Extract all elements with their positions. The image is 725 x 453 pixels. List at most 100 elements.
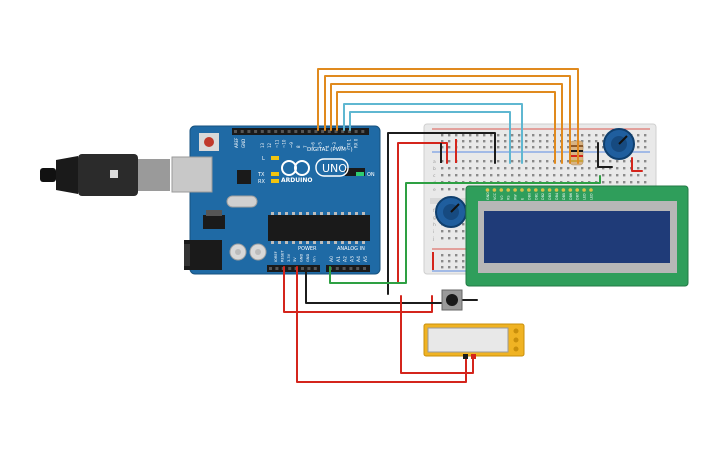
power-pin-hole[interactable] — [301, 267, 304, 270]
breadboard-hole[interactable] — [476, 174, 479, 177]
wire-orange-4[interactable] — [336, 91, 556, 164]
lcd-pin[interactable] — [589, 188, 593, 192]
breadboard-hole[interactable] — [511, 140, 514, 143]
breadboard-hole[interactable] — [441, 174, 444, 177]
breadboard-hole[interactable] — [448, 260, 451, 263]
breadboard-hole[interactable] — [476, 140, 479, 143]
breadboard-hole[interactable] — [448, 188, 451, 191]
breadboard-hole[interactable] — [448, 160, 451, 163]
breadboard-hole[interactable] — [525, 174, 528, 177]
breadboard-hole[interactable] — [448, 146, 451, 149]
breadboard-hole[interactable] — [518, 174, 521, 177]
digital-pin-hole[interactable] — [287, 130, 291, 133]
breadboard-hole[interactable] — [469, 174, 472, 177]
breadboard-hole[interactable] — [476, 146, 479, 149]
breadboard-hole[interactable] — [483, 160, 486, 163]
breadboard-hole[interactable] — [462, 174, 465, 177]
breadboard-hole[interactable] — [567, 146, 570, 149]
breadboard-hole[interactable] — [469, 134, 472, 137]
digital-pin-hole[interactable] — [294, 130, 298, 133]
breadboard-hole[interactable] — [644, 181, 647, 184]
breadboard-hole[interactable] — [539, 167, 542, 170]
breadboard-hole[interactable] — [595, 140, 598, 143]
breadboard-hole[interactable] — [602, 160, 605, 163]
breadboard-hole[interactable] — [462, 134, 465, 137]
breadboard-hole[interactable] — [546, 140, 549, 143]
breadboard-hole[interactable] — [560, 167, 563, 170]
breadboard-hole[interactable] — [567, 140, 570, 143]
analog-pin-hole[interactable] — [349, 267, 353, 270]
wire-orange-1[interactable] — [317, 68, 579, 164]
digital-pin-hole[interactable] — [334, 130, 338, 133]
breadboard-hole[interactable] — [441, 160, 444, 163]
breadboard-hole[interactable] — [455, 230, 458, 233]
breadboard-hole[interactable] — [497, 140, 500, 143]
breadboard-hole[interactable] — [518, 167, 521, 170]
power-pin-hole[interactable] — [275, 267, 279, 270]
digital-pin-hole[interactable] — [260, 130, 264, 133]
breadboard-hole[interactable] — [546, 174, 549, 177]
breadboard-hole[interactable] — [476, 167, 479, 170]
breadboard-hole[interactable] — [532, 140, 535, 143]
power-header[interactable] — [267, 265, 320, 272]
breadboard-hole[interactable] — [490, 140, 493, 143]
breadboard-hole[interactable] — [616, 181, 619, 184]
breadboard-hole[interactable] — [455, 254, 458, 257]
breadboard-hole[interactable] — [448, 237, 451, 240]
breadboard-hole[interactable] — [623, 167, 626, 170]
breadboard-hole[interactable] — [441, 167, 444, 170]
breadboard-hole[interactable] — [630, 181, 633, 184]
wire-cyan-1[interactable] — [343, 103, 523, 164]
lcd-pin[interactable] — [513, 188, 517, 192]
breadboard-hole[interactable] — [518, 146, 521, 149]
breadboard-hole[interactable] — [567, 167, 570, 170]
breadboard-hole[interactable] — [462, 146, 465, 149]
breadboard-hole[interactable] — [518, 160, 521, 163]
breadboard-hole[interactable] — [448, 174, 451, 177]
breadboard-hole[interactable] — [637, 140, 640, 143]
breadboard-hole[interactable] — [553, 167, 556, 170]
digital-pin-hole[interactable] — [301, 130, 304, 133]
breadboard-hole[interactable] — [644, 167, 647, 170]
potentiometer-top[interactable] — [603, 128, 635, 160]
breadboard-hole[interactable] — [441, 266, 444, 269]
breadboard-hole[interactable] — [581, 167, 584, 170]
breadboard-hole[interactable] — [644, 160, 647, 163]
breadboard-hole[interactable] — [525, 134, 528, 137]
breadboard-hole[interactable] — [490, 146, 493, 149]
breadboard-hole[interactable] — [504, 174, 507, 177]
breadboard-hole[interactable] — [441, 134, 444, 137]
breadboard-hole[interactable] — [637, 160, 640, 163]
power-pin-hole[interactable] — [269, 267, 272, 270]
breadboard-hole[interactable] — [462, 266, 465, 269]
breadboard-hole[interactable] — [469, 167, 472, 170]
wire-red-piezo-2[interactable] — [400, 295, 474, 374]
lcd-pin[interactable] — [561, 188, 566, 192]
breadboard-hole[interactable] — [462, 230, 465, 233]
breadboard-hole[interactable] — [455, 237, 458, 240]
breadboard-hole[interactable] — [504, 134, 507, 137]
wire-green[interactable] — [329, 175, 601, 284]
breadboard-hole[interactable] — [476, 134, 479, 137]
breadboard-hole[interactable] — [490, 160, 493, 163]
analog-pin-hole[interactable] — [342, 267, 346, 270]
breadboard-hole[interactable] — [546, 146, 549, 149]
breadboard-hole[interactable] — [546, 167, 549, 170]
breadboard-hole[interactable] — [588, 146, 591, 149]
power-pin-hole[interactable] — [307, 267, 311, 270]
breadboard-hole[interactable] — [581, 134, 584, 137]
breadboard-hole[interactable] — [490, 174, 493, 177]
breadboard-hole[interactable] — [581, 140, 584, 143]
breadboard-hole[interactable] — [490, 134, 493, 137]
breadboard-hole[interactable] — [532, 167, 535, 170]
digital-pin-hole[interactable] — [307, 130, 311, 133]
breadboard-hole[interactable] — [455, 188, 458, 191]
breadboard-hole[interactable] — [483, 174, 486, 177]
breadboard-hole[interactable] — [511, 134, 514, 137]
breadboard-hole[interactable] — [630, 174, 633, 177]
lcd-pin[interactable] — [506, 188, 511, 192]
breadboard-hole[interactable] — [448, 134, 451, 137]
breadboard-hole[interactable] — [616, 160, 619, 163]
breadboard-hole[interactable] — [497, 134, 500, 137]
breadboard-hole[interactable] — [504, 167, 507, 170]
